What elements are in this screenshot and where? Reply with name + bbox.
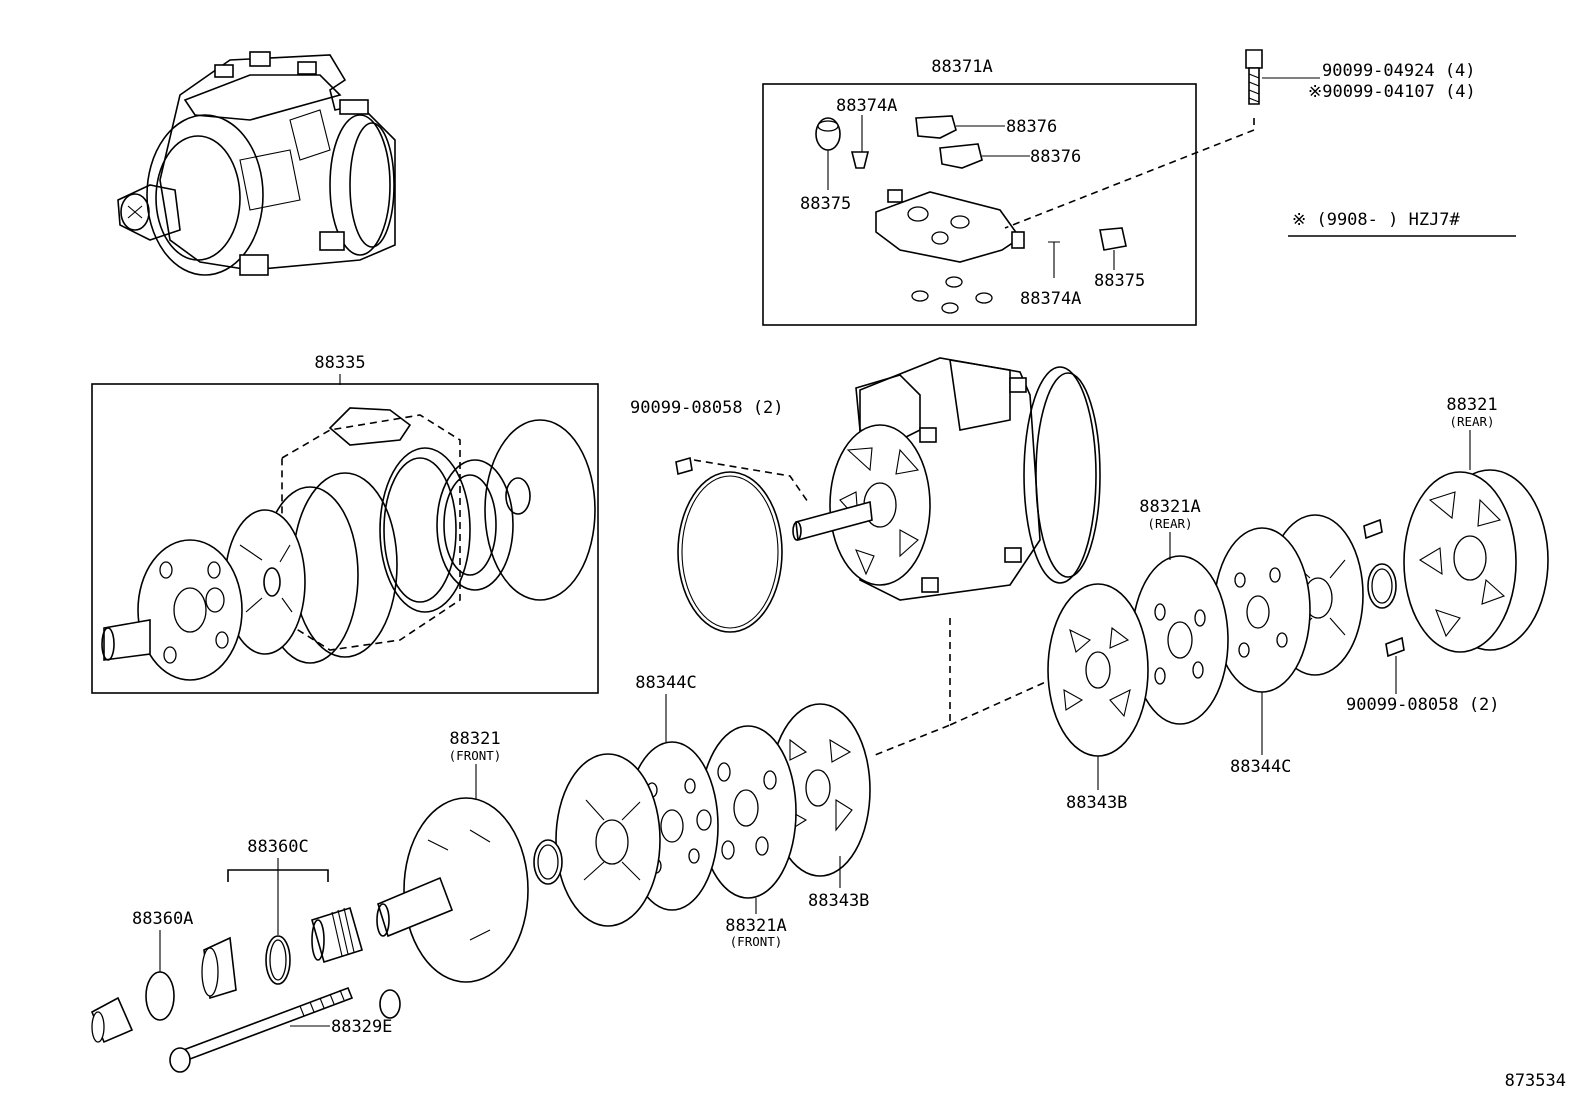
label-88335: 88335: [314, 353, 365, 373]
rear-pins-and-oring: 90099-08058 (2): [1346, 518, 1500, 715]
note-text: ※ (9908- ) HZJ7#: [1292, 210, 1461, 230]
o-ring-large: [677, 471, 783, 633]
label-88374A-top: 88374A: [836, 96, 897, 116]
valve-plate-88376-b: [939, 143, 983, 169]
compressor-assembly-drawing: [117, 51, 396, 276]
diagram-id: 873534: [1505, 1071, 1566, 1091]
label-bolt-2: ※90099-04107 (4): [1308, 82, 1476, 102]
label-88321A-front: 88321A: [725, 916, 786, 936]
label-88371A: 88371A: [931, 57, 992, 77]
label-88321A-rear: 88321A: [1139, 497, 1200, 517]
label-88321-front: 88321: [449, 729, 500, 749]
label-88376-a: 88376: [1006, 117, 1057, 137]
label-88321-rear-sub: (REAR): [1449, 414, 1494, 429]
label-88321A-front-sub: (FRONT): [730, 934, 783, 949]
bolt-90099-04924: 90099-04924 (4) ※90099-04107 (4): [1004, 49, 1476, 229]
label-88321A-rear-sub: (REAR): [1147, 516, 1192, 531]
center-compressor-body: 90099-08058 (2): [630, 357, 1101, 633]
label-88375-right: 88375: [1094, 271, 1145, 291]
front-valve-stack: 88344C 88343B 88321A (FRONT): [533, 673, 871, 949]
label-pin-right: 90099-08058 (2): [1346, 695, 1500, 715]
label-bolt-1: 90099-04924 (4): [1322, 61, 1476, 81]
box-88371A: [762, 83, 1197, 326]
label-88360A: 88360A: [132, 909, 193, 929]
label-88374A-bottom: 88374A: [1020, 289, 1081, 309]
shaft-seal-group-88360C: 88360C: [201, 837, 363, 1000]
rear-housing-88321: 88321 (REAR): [1403, 395, 1549, 653]
label-88360C: 88360C: [247, 837, 308, 857]
label-88321-rear: 88321: [1446, 395, 1497, 415]
label-pin-top: 90099-08058 (2): [630, 398, 784, 418]
snap-ring-88360A: 88360A: [90, 909, 193, 1044]
dashed-leader-center: [874, 618, 951, 756]
label-88344C-mid: 88344C: [635, 673, 696, 693]
pin-top: [675, 456, 693, 476]
through-bolt-88329E: 88329E: [169, 986, 392, 1073]
rear-valve-stack: 88344C 88321A (REAR) 88343B: [1047, 497, 1364, 813]
valve-plate-88376-a: [915, 115, 957, 139]
compressor-kit-box-88335: 88335: [91, 353, 599, 694]
label-88343B-right: 88343B: [1066, 793, 1127, 813]
check-valve-88374A-top: [850, 151, 870, 169]
box-88335: [91, 383, 599, 694]
applicability-note: ※ (9908- ) HZJ7#: [1288, 210, 1516, 237]
rear-housing-outline: [484, 419, 596, 601]
dashed-leader-right: [949, 679, 1051, 726]
label-88375-left: 88375: [800, 194, 851, 214]
valve-kit-box-88371A: 88371A 88374A 88376 88376 88375 88374A 8…: [762, 57, 1197, 326]
label-88344C-right: 88344C: [1230, 757, 1291, 777]
label-88376-b: 88376: [1030, 147, 1081, 167]
valve-cap-88375-right: [1099, 227, 1127, 251]
front-housing-88321: 88321 (FRONT): [376, 729, 529, 1019]
label-88343B-mid: 88343B: [808, 891, 869, 911]
label-88321-front-sub: (FRONT): [449, 748, 502, 763]
label-88329E: 88329E: [331, 1017, 392, 1037]
